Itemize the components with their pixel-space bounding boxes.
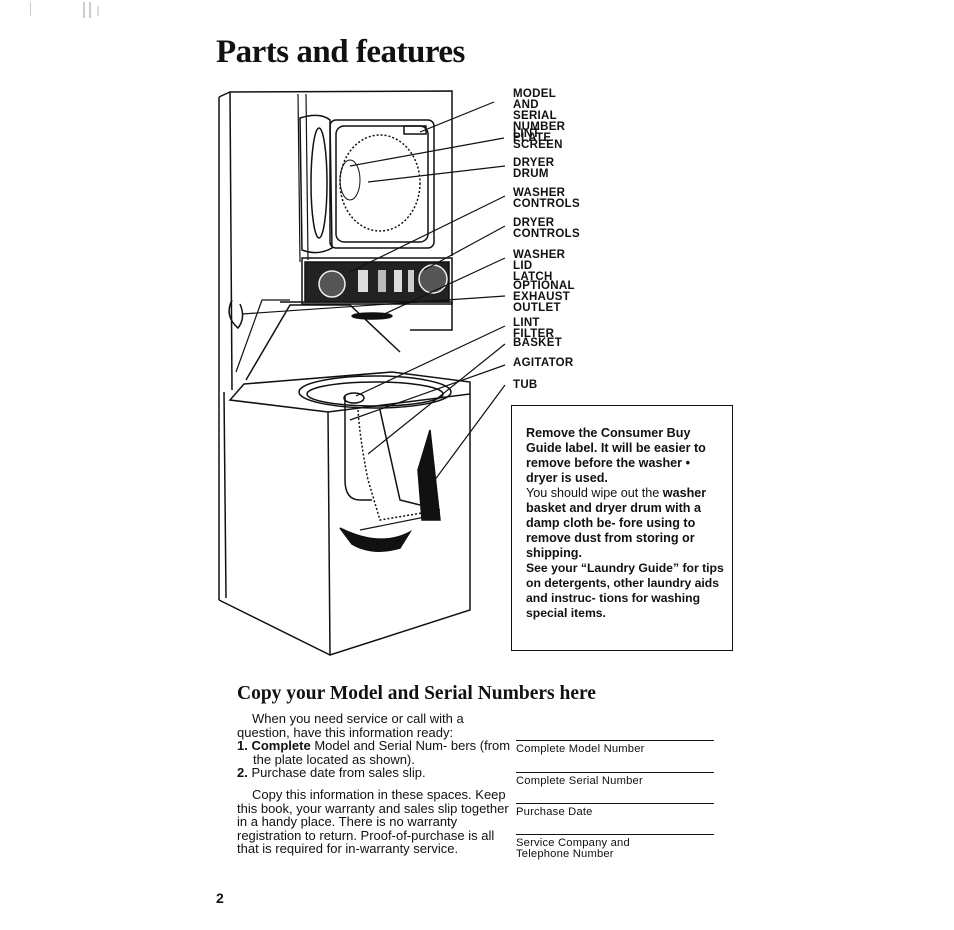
notice-paragraph-3: See your “Laundry Guide” for tips on det… <box>526 561 724 620</box>
washer-cabinet-front <box>327 394 471 657</box>
section-heading: Copy your Model and Serial Numbers here <box>237 683 596 704</box>
list-number: 1. <box>237 738 248 754</box>
dryer-top-edge <box>218 90 453 256</box>
callout-washer-controls: WASHER CONTROLS <box>513 187 580 210</box>
callout-basket: BASKET <box>513 337 563 349</box>
leader-lines <box>241 101 506 501</box>
callout-dryer-controls: DRYER CONTROLS <box>513 217 580 240</box>
washer-lid-area <box>280 301 453 331</box>
list-bold-text: Complete <box>251 738 311 754</box>
cabinet-inner-left <box>229 91 233 391</box>
purchase-date-field[interactable]: Purchase Date <box>516 803 714 818</box>
model-number-field[interactable]: Complete Model Number <box>516 740 714 755</box>
notice-paragraph-2: You should wipe out the washer basket an… <box>526 486 724 561</box>
callout-lint-screen: LINT SCREEN <box>513 128 563 151</box>
exhaust-outlet <box>228 299 244 330</box>
callout-model-serial-plate: MODEL AND SERIAL NUMBER PLATE <box>513 88 566 144</box>
list-item: 2. Purchase date from sales slip. <box>237 766 512 780</box>
washer-top <box>228 371 471 413</box>
page-number: 2 <box>216 890 224 906</box>
instruction-list: 1. Complete Model and Serial Num- bers (… <box>237 739 512 780</box>
scan-marks <box>29 2 110 27</box>
dryer-control-knob <box>418 264 448 294</box>
closing-paragraph: Copy this information in these spaces. K… <box>237 786 509 857</box>
tub-shade <box>417 429 441 521</box>
callout-lint-filter: LINT FILTER <box>513 317 555 340</box>
dryer-door <box>299 114 333 254</box>
list-text: Model and Serial Num- bers (from the pla… <box>253 738 511 767</box>
callout-agitator: AGITATOR <box>513 357 574 369</box>
purchase-date-label: Purchase Date <box>516 806 593 818</box>
list-number: 2. <box>237 765 248 781</box>
washer-tub-opening <box>298 375 452 409</box>
list-text: Purchase date from sales slip. <box>251 765 426 781</box>
intro-paragraph: When you need service or call with a que… <box>237 711 464 740</box>
agitator <box>344 396 372 501</box>
callout-tub: TUB <box>513 379 538 391</box>
page-title: Parts and features <box>216 34 465 70</box>
notice-paragraph-1: Remove the Consumer Buy Guide label. It … <box>526 426 706 485</box>
control-panel <box>301 257 453 305</box>
notice-box: Remove the Consumer Buy Guide label. It … <box>511 405 733 651</box>
service-company-label: Service Company and Telephone Number <box>516 837 630 860</box>
callout-dryer-drum: DRYER DRUM <box>513 157 555 180</box>
callout-optional-exhaust-outlet: OPTIONAL EXHAUST OUTLET <box>513 280 575 314</box>
washer-lid-latch <box>351 312 393 320</box>
model-number-label: Complete Model Number <box>516 743 645 755</box>
model-serial-instructions: When you need service or call with a que… <box>237 712 512 856</box>
washer-control-knob <box>318 270 346 298</box>
scan-artifact <box>29 2 99 18</box>
dryer-drum <box>339 134 421 232</box>
dryer-opening <box>329 119 435 249</box>
serial-number-field[interactable]: Complete Serial Number <box>516 772 714 787</box>
callout-washer-lid-latch: WASHER LID LATCH <box>513 249 566 283</box>
notice-paragraph-2-rest: washer basket and dryer drum with a damp… <box>526 486 707 560</box>
basket-side <box>357 409 441 521</box>
list-item: 1. Complete Model and Serial Num- bers (… <box>237 739 512 766</box>
notice-paragraph-2-lead: You should wipe out the <box>526 486 660 500</box>
service-company-field[interactable]: Service Company and Telephone Number <box>516 834 714 860</box>
serial-number-label: Complete Serial Number <box>516 775 643 787</box>
